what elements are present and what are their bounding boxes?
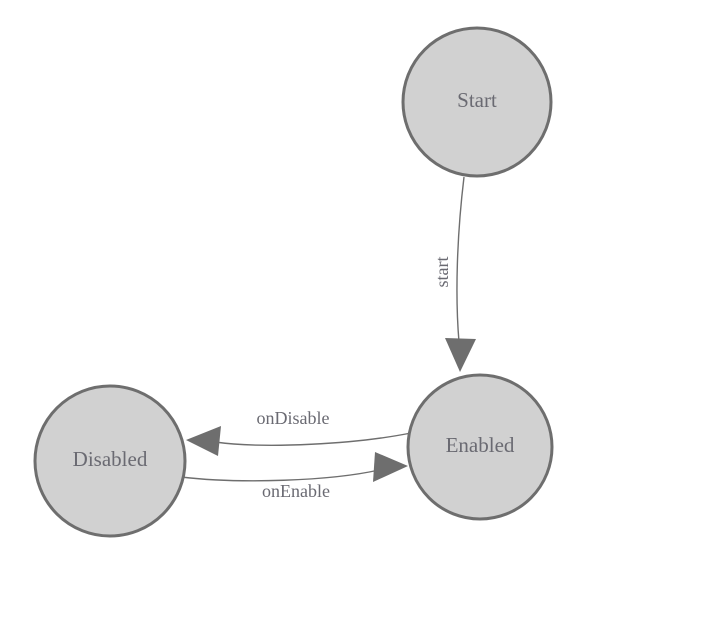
edge-label-start: start [432,257,452,288]
edge-disabled-to-enabled[interactable]: onEnable [180,452,408,501]
edge-disabled-to-enabled-arrowhead-icon [373,452,408,482]
node-disabled-label: Disabled [73,447,148,471]
node-start[interactable]: Start [401,26,553,178]
node-enabled-circle [406,373,554,521]
edge-label-onEnable: onEnable [262,481,330,501]
edge-label-onDisable: onDisable [257,408,330,428]
node-start-label: Start [457,88,497,112]
node-start-circle [401,26,553,178]
edge-enabled-to-disabled[interactable]: onDisable [186,408,412,456]
edge-start-to-enabled-arrowhead-icon [445,338,476,372]
node-disabled[interactable]: Disabled [33,384,187,538]
node-enabled-label: Enabled [446,433,515,457]
edge-start-to-enabled-path [456,176,465,343]
edge-start-to-enabled[interactable]: start [432,176,476,372]
node-enabled[interactable]: Enabled [406,373,554,521]
edge-disabled-to-enabled-path [180,469,380,482]
edge-enabled-to-disabled-path [214,432,412,446]
node-disabled-circle [33,384,187,538]
edge-enabled-to-disabled-arrowhead-icon [186,426,221,456]
